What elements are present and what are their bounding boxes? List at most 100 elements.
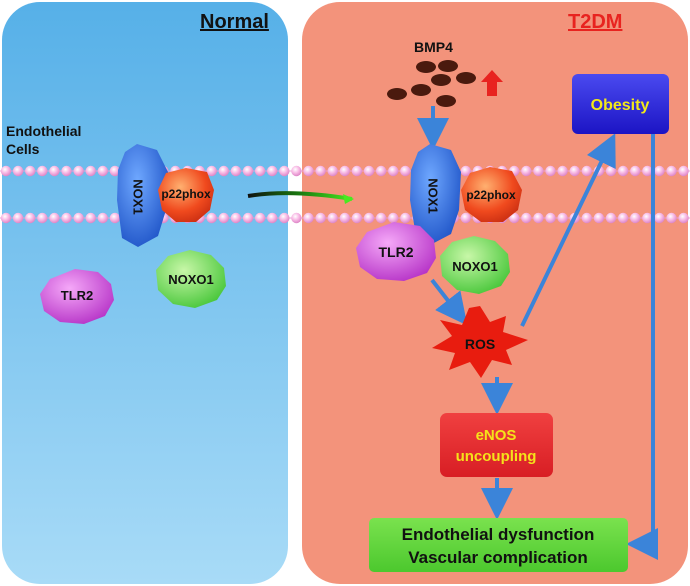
normal-noxo1-label: NOXO1 xyxy=(168,272,214,287)
normal-nox1-label: NOX1 xyxy=(131,179,146,214)
normal-p22phox-label: p22phox xyxy=(161,187,211,201)
membrane-bead xyxy=(363,212,375,224)
membrane-bead xyxy=(460,212,471,224)
membrane-bead xyxy=(557,165,568,177)
enos-uncoupling-box xyxy=(440,413,553,477)
membrane-bead xyxy=(630,212,641,224)
normal-title: Normal xyxy=(200,11,269,33)
membrane-bead xyxy=(581,212,592,224)
t2dm-p22phox-label: p22phox xyxy=(466,188,516,202)
membrane-bead xyxy=(12,212,24,224)
membrane-bead xyxy=(242,212,254,224)
membrane-bead xyxy=(388,212,399,224)
t2dm-noxo1-label: NOXO1 xyxy=(452,259,498,274)
bmp4-particles xyxy=(387,60,476,107)
enos-label-line1: eNOS xyxy=(476,427,517,444)
membrane-bead xyxy=(605,212,617,224)
bmp4-particle xyxy=(438,60,458,72)
membrane-bead xyxy=(303,212,314,224)
membrane-bead xyxy=(533,165,544,177)
outcome-label-line2: Vascular complication xyxy=(408,548,588,567)
membrane-bead xyxy=(267,212,278,224)
t2dm-p22phox-protein xyxy=(461,167,522,222)
membrane-bead xyxy=(339,165,350,177)
membrane-bead xyxy=(581,165,592,177)
obesity-box xyxy=(572,74,669,134)
membrane-bead xyxy=(279,165,290,177)
membrane-bead xyxy=(642,212,653,224)
membrane-bead xyxy=(61,165,72,177)
membrane-bead xyxy=(303,165,314,177)
membrane-bead xyxy=(654,212,665,224)
membrane-bead xyxy=(85,212,96,224)
membrane-bead xyxy=(242,165,254,177)
obesity-to-outcome-arrow xyxy=(626,134,658,560)
membrane-bead xyxy=(61,212,72,224)
membrane-bead xyxy=(0,212,12,224)
normal-tlr2-label: TLR2 xyxy=(61,288,94,303)
membrane-bead xyxy=(630,165,641,177)
ros-label: ROS xyxy=(465,336,495,352)
membrane-bead xyxy=(97,165,109,177)
membrane-bead xyxy=(49,165,60,177)
normal-p22phox-protein xyxy=(158,168,214,222)
membrane-bead xyxy=(617,212,629,224)
bmp4-particle xyxy=(431,74,451,86)
membrane-bead xyxy=(230,212,242,224)
membrane-bead xyxy=(73,165,84,177)
membrane-bead xyxy=(37,165,48,177)
membrane-bead xyxy=(545,212,556,224)
membrane-bead xyxy=(605,165,617,177)
membrane-bead xyxy=(85,165,96,177)
normal-tlr2-protein xyxy=(40,269,114,324)
membrane-label-line2: Cells xyxy=(6,141,40,157)
outcome-box xyxy=(369,518,628,572)
membrane-bead xyxy=(25,165,36,177)
bmp4-particle xyxy=(411,84,431,96)
membrane-bead xyxy=(521,212,532,224)
membrane-bead xyxy=(291,212,302,224)
membrane-bead xyxy=(339,212,350,224)
membrane-bead xyxy=(49,212,60,224)
t2dm-title: T2DM xyxy=(568,11,622,33)
membrane-bead xyxy=(400,212,411,224)
membrane-bead xyxy=(533,212,544,224)
membrane-bead xyxy=(460,165,471,177)
membrane-bead xyxy=(375,212,387,224)
membrane-bead xyxy=(375,165,387,177)
normal-panel xyxy=(2,2,288,584)
membrane-bead xyxy=(218,212,229,224)
membrane-bead xyxy=(254,165,266,177)
bmp4-label: BMP4 xyxy=(414,39,453,55)
membrane-bead xyxy=(521,165,532,177)
membrane-bead xyxy=(666,165,677,177)
membrane-bead xyxy=(291,165,302,177)
membrane-bead xyxy=(97,212,109,224)
membrane-label-line1: Endothelial xyxy=(6,123,81,139)
membrane-bead xyxy=(545,165,556,177)
t2dm-noxo1-protein xyxy=(440,236,510,294)
membrane-bead xyxy=(654,165,665,177)
membrane-bead xyxy=(218,165,229,177)
membrane-bead xyxy=(73,212,84,224)
membrane-bead xyxy=(351,212,363,224)
membrane-bead xyxy=(557,212,568,224)
obesity-label: Obesity xyxy=(591,97,650,114)
t2dm-nox1-label: NOX1 xyxy=(426,178,441,213)
membrane-bead xyxy=(37,212,48,224)
membrane-bead xyxy=(230,165,242,177)
transition-arrow xyxy=(247,191,353,201)
membrane-bead xyxy=(279,212,290,224)
membrane-bead xyxy=(206,212,217,224)
bmp4-particle xyxy=(456,72,476,84)
membrane-bead xyxy=(351,165,363,177)
membrane-bead xyxy=(388,165,399,177)
membrane-bead xyxy=(509,212,520,224)
membrane-bead xyxy=(0,165,12,177)
membrane-bead xyxy=(327,165,338,177)
membrane-bead xyxy=(617,165,629,177)
membrane-bead xyxy=(678,165,689,177)
membrane-bead xyxy=(315,165,326,177)
membrane-bead xyxy=(12,165,24,177)
